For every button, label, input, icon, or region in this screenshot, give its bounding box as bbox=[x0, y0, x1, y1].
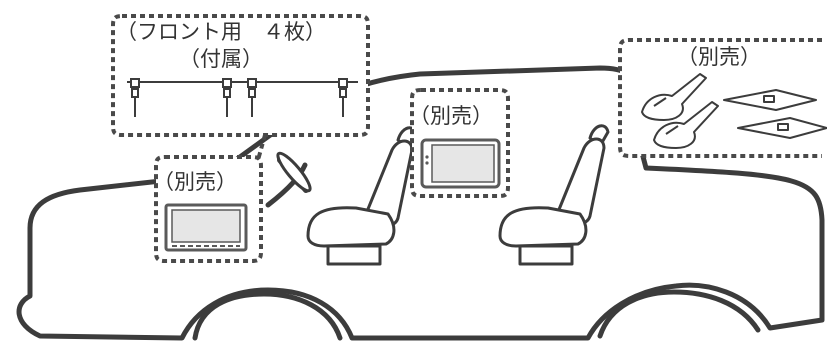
rear-wheel-arch bbox=[597, 289, 761, 339]
film-antenna-icon bbox=[222, 78, 232, 117]
antenna-callout-frame bbox=[111, 14, 370, 137]
rear-seat bbox=[498, 124, 610, 266]
monitor-callout-label: （別売） bbox=[409, 104, 493, 128]
callout-rear-antenna bbox=[618, 38, 827, 158]
rear-callout-label: （別売） bbox=[677, 45, 761, 69]
rear-monitor-icon bbox=[420, 138, 501, 189]
callout-monitor bbox=[410, 88, 510, 198]
windshield-pillar bbox=[265, 162, 308, 208]
steering-wheel bbox=[276, 151, 312, 193]
callout-antenna bbox=[111, 14, 370, 161]
antenna-to-car-leader bbox=[256, 134, 267, 161]
navigation-unit-icon bbox=[164, 203, 248, 252]
antenna-clip-icon bbox=[653, 101, 719, 149]
antenna-callout-subtitle: （付属） bbox=[179, 47, 263, 71]
callout-navi bbox=[154, 155, 263, 263]
antenna-callout-title: （フロント用 ４枚） bbox=[116, 20, 326, 44]
front-wheel-arch bbox=[192, 291, 343, 341]
navi-callout-label: （別売） bbox=[153, 170, 237, 194]
film-antenna-icon bbox=[130, 78, 140, 117]
front-seat bbox=[306, 126, 418, 266]
film-antenna-icon bbox=[338, 78, 348, 117]
rear-film-antenna-icon bbox=[737, 117, 827, 139]
film-antenna-icon bbox=[247, 78, 257, 117]
antenna-clip-icon bbox=[641, 73, 707, 121]
rear-film-antenna-icon bbox=[723, 89, 817, 111]
